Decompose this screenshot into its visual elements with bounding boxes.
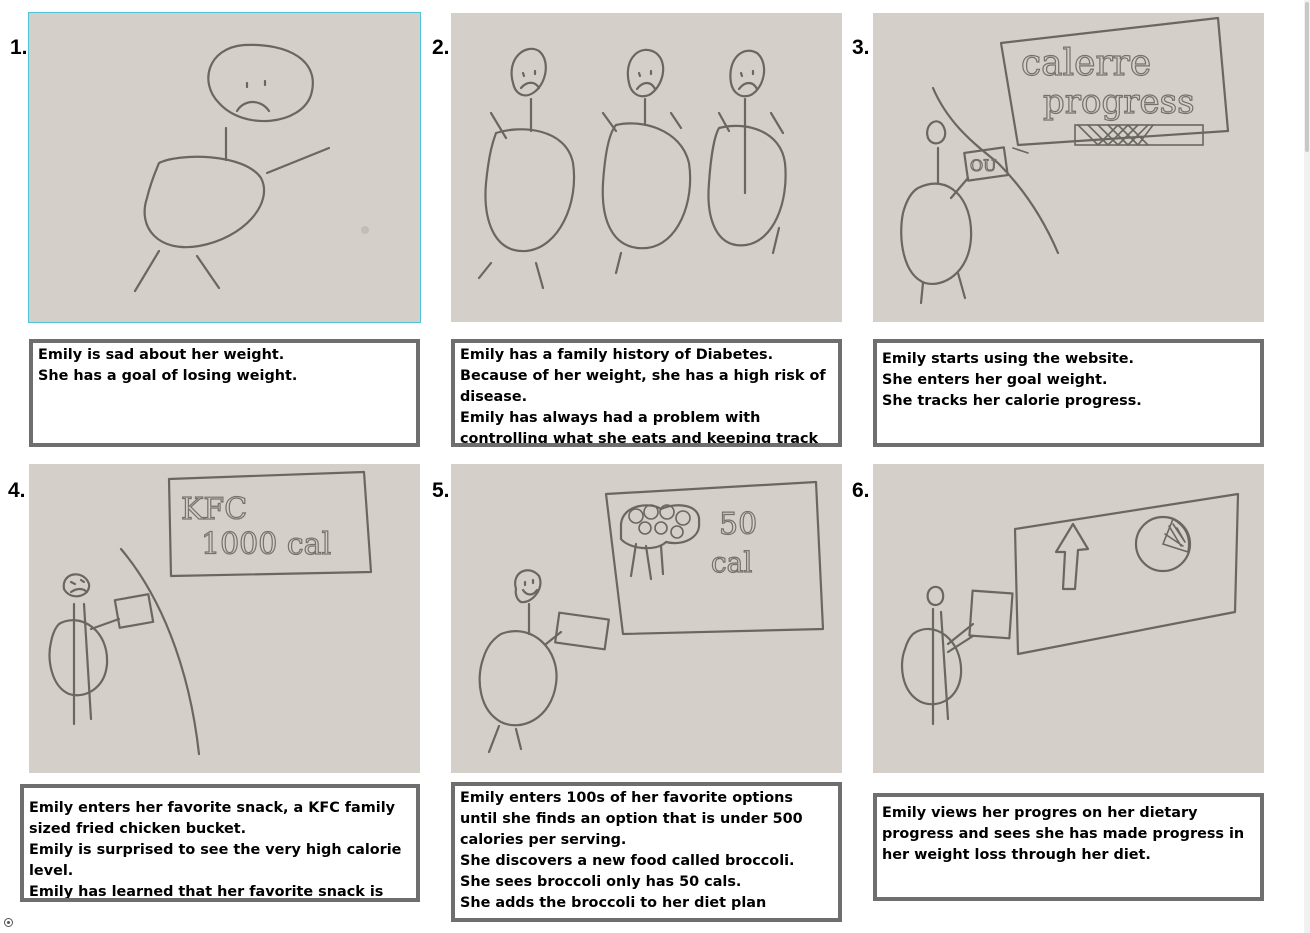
caption-line: She discovers a new food called broccoli…	[460, 853, 795, 869]
panel-4-caption: Emily enters her favorite snack, a KFC f…	[20, 784, 420, 902]
scrollbar-thumb[interactable]	[1305, 2, 1309, 152]
panel-1-number: 1.	[10, 36, 28, 59]
caption-line: She adds the broccoli to her diet plan	[460, 895, 767, 911]
caption-line: She enters her goal weight.	[882, 372, 1108, 388]
sketch-kfc-word: KFC	[181, 492, 247, 527]
caption-line: Emily is sad about her weight.	[38, 347, 285, 363]
caption-line: Emily enters her favorite snack, a KFC f…	[29, 800, 396, 837]
panel-4-number: 4.	[8, 479, 26, 502]
panel-2-sketch	[451, 13, 842, 322]
weight-loss-progress-screen-illustration	[900, 492, 1240, 726]
svg-text:OU: OU	[970, 156, 997, 175]
panel-6-sketch	[873, 464, 1264, 773]
caption-line: Emily is surprised to see the very high …	[29, 842, 402, 879]
sad-stick-figure-illustration	[133, 43, 369, 293]
sketch-calorie-word: calerre	[1021, 43, 1151, 84]
kfc-calorie-screen-illustration: KFC 1000 cal	[48, 470, 373, 756]
panel-3-caption: Emily starts using the website. She ente…	[873, 339, 1264, 447]
caption-line: She has a goal of losing weight.	[38, 368, 298, 384]
sketch-50-word: 50	[719, 507, 757, 542]
panel-1-caption: Emily is sad about her weight. She has a…	[29, 339, 420, 447]
panel-2-number: 2.	[432, 36, 450, 59]
panel-6-number: 6.	[852, 479, 870, 502]
vertical-scrollbar[interactable]	[1304, 0, 1310, 933]
broccoli-calorie-screen-illustration: 50 cal	[478, 480, 825, 754]
caption-line: Emily enters 100s of her favorite option…	[460, 790, 803, 848]
caption-line: Emily views her progres on her dietary p…	[882, 805, 1245, 863]
panel-5-caption: Emily enters 100s of her favorite option…	[451, 782, 842, 922]
panel-5-number: 5.	[432, 479, 450, 502]
panel-3-number: 3.	[852, 36, 870, 59]
panel-6-caption: Emily views her progres on her dietary p…	[873, 793, 1264, 901]
settings-circle-icon[interactable]	[4, 918, 13, 927]
sketch-1000cal-word: 1000 cal	[201, 527, 331, 562]
caption-line: She tracks her calorie progress.	[882, 393, 1142, 409]
caption-line: Emily has always had a problem with cont…	[460, 410, 819, 447]
calorie-progress-screen-illustration: calerre progress OU	[900, 16, 1230, 305]
panel-4-sketch: KFC 1000 cal	[29, 464, 420, 773]
panel-1-sketch[interactable]	[28, 12, 421, 323]
panel-5-sketch: 50 cal	[451, 464, 842, 773]
panel-2-caption: Emily has a family history of Diabetes. …	[451, 339, 842, 447]
caption-line: Emily starts using the website.	[882, 351, 1134, 367]
panel-3-sketch: calerre progress OU	[873, 13, 1264, 322]
caption-line: She sees broccoli only has 50 cals.	[460, 874, 742, 890]
caption-line: Because of her weight, she has a high ri…	[460, 368, 826, 405]
sketch-cal-word: cal	[711, 546, 752, 579]
sketch-progress-word: progress	[1043, 82, 1195, 122]
three-sad-figures-illustration	[477, 47, 787, 290]
caption-line: Emily has learned that her favorite snac…	[29, 884, 384, 900]
caption-line: Emily has a family history of Diabetes.	[460, 347, 774, 363]
